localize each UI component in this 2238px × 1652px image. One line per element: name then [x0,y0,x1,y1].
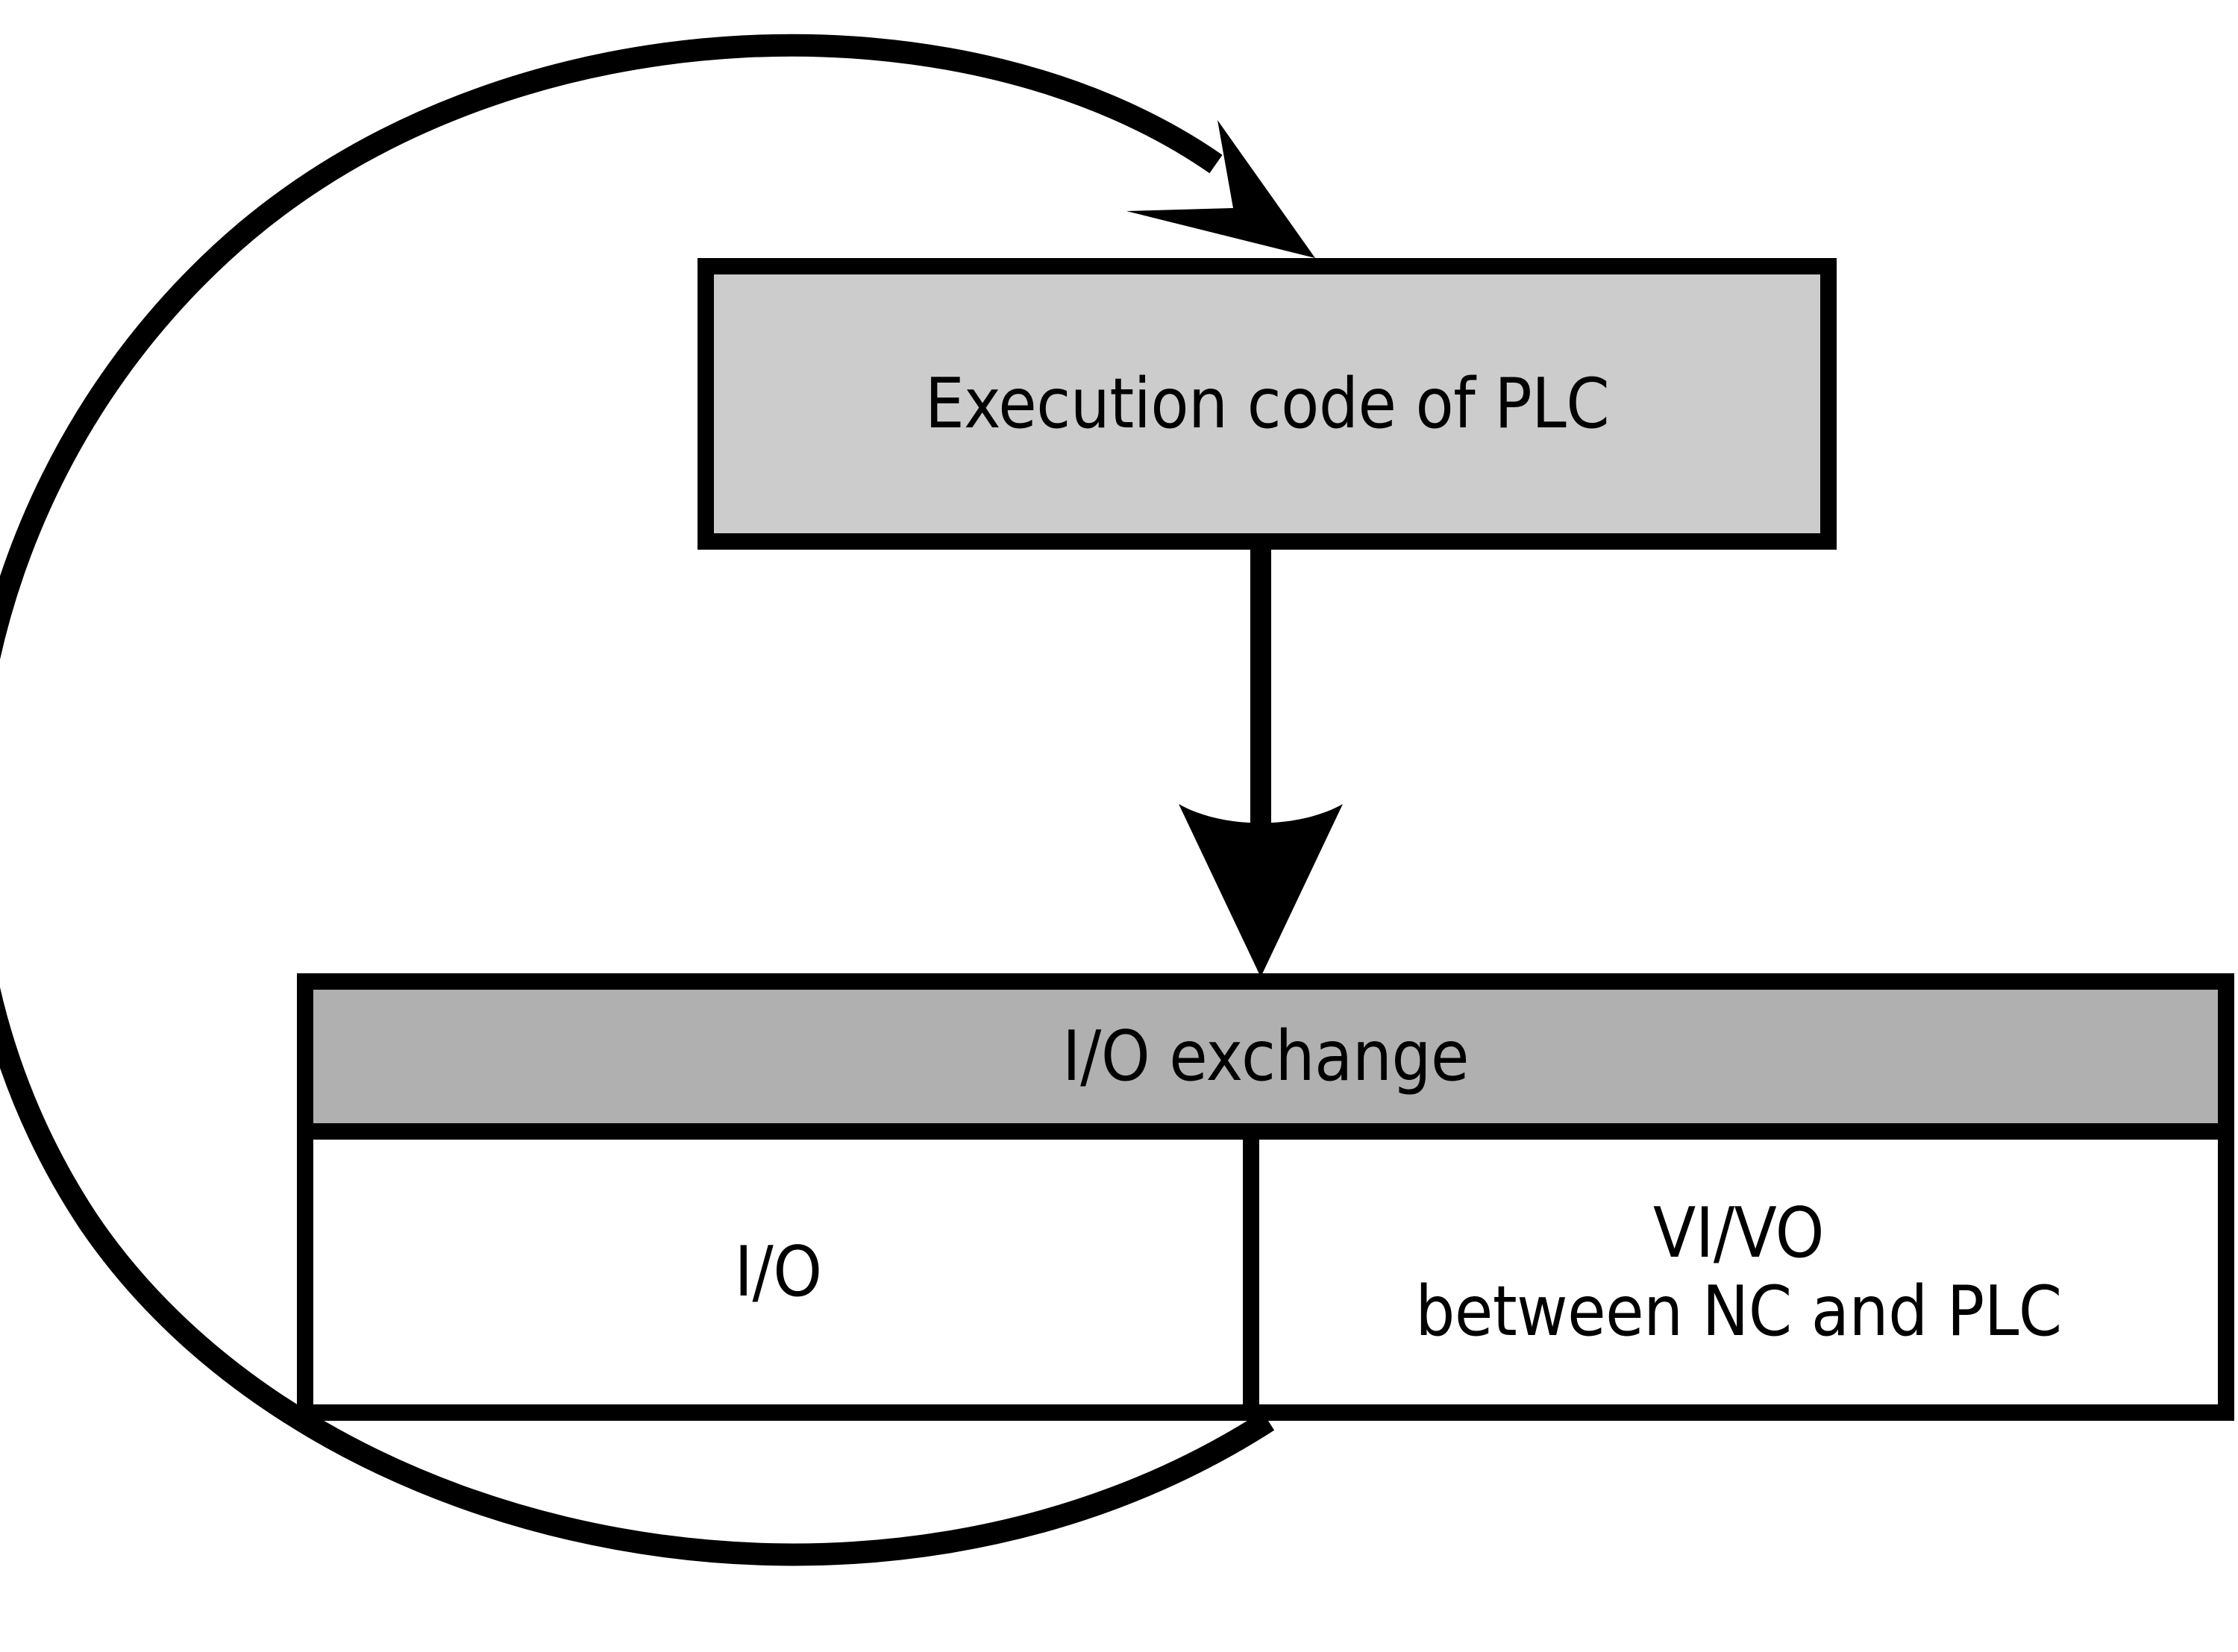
plc-to-io-arrow [1179,550,1343,977]
io-cell-vi-vo-line-1: VI/VO [1652,1193,1825,1274]
io-exchange-table: I/O exchange I/O VI/VO between NC and PL… [297,973,2234,1421]
io-cell-io-line-1: I/O [734,1231,822,1313]
io-cell-vi-vo-label: VI/VO between NC and PLC [1415,1194,2062,1349]
io-cell-io: I/O [313,1140,1259,1404]
plc-execution-box: Execution code of PLC [698,258,1837,550]
io-cell-io-label: I/O [734,1231,822,1313]
io-exchange-header: I/O exchange [313,990,2218,1140]
down-arrowhead [1179,804,1343,977]
io-exchange-body: I/O VI/VO between NC and PLC [313,1140,2218,1404]
io-exchange-header-label: I/O exchange [1062,1016,1469,1097]
io-cell-vi-vo-line-2: between NC and PLC [1415,1270,2062,1351]
io-cell-vi-vo: VI/VO between NC and PLC [1259,1140,2218,1404]
feedback-arrowhead [1126,120,1315,258]
plc-execution-label: Execution code of PLC [924,363,1610,445]
